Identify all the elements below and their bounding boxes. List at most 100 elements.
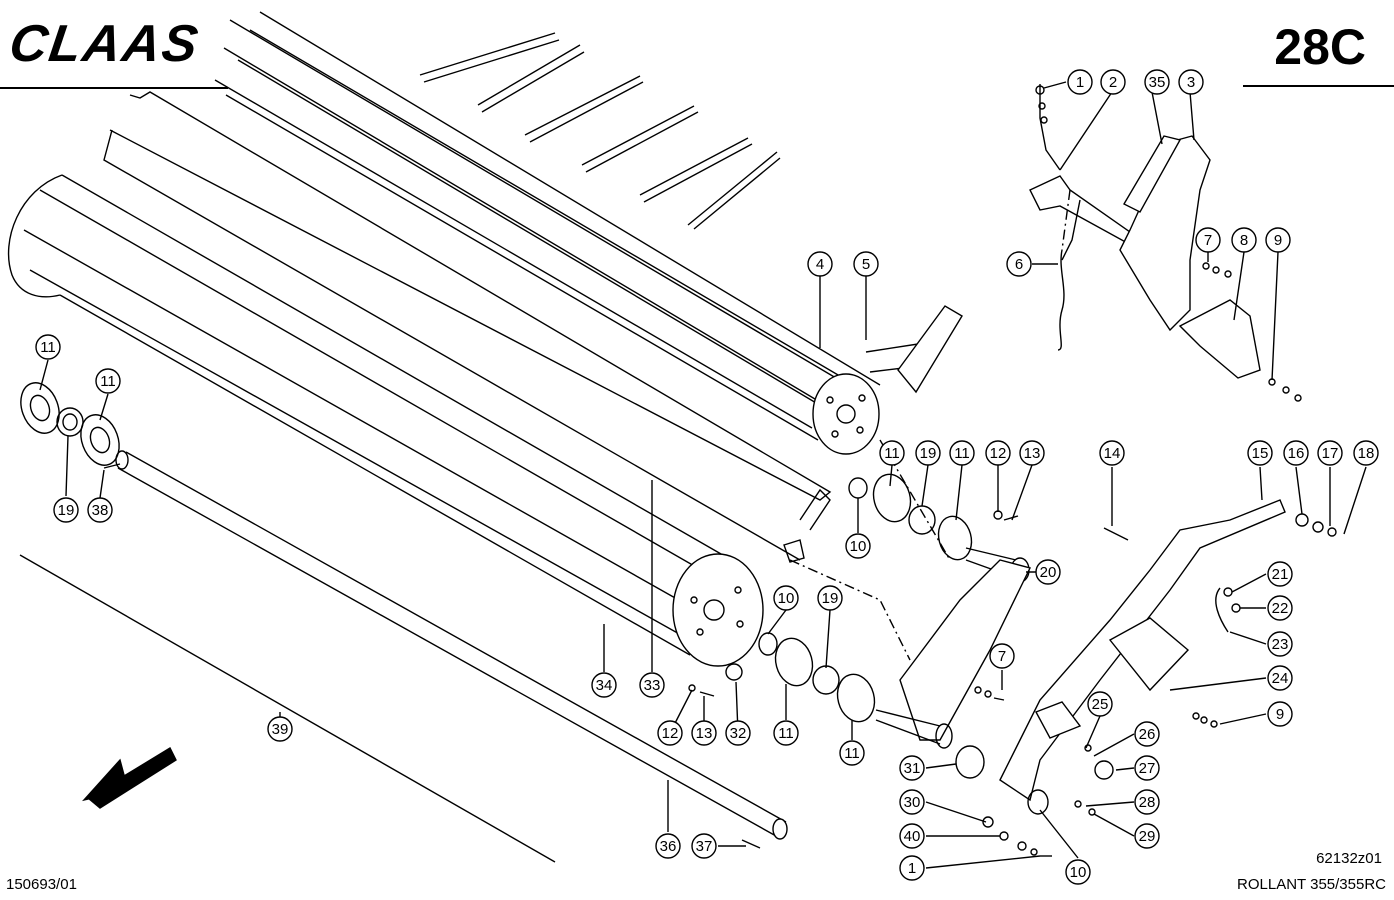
- part-callout-10: 10: [845, 533, 871, 559]
- part-callout-11: 11: [35, 334, 61, 360]
- callout-label: 34: [596, 677, 613, 694]
- callout-label: 36: [660, 838, 677, 855]
- callout-label: 40: [904, 828, 921, 845]
- callout-circle: [1267, 701, 1293, 727]
- top-right-assembly: [1029, 84, 1302, 402]
- part-callout-28: 28: [1134, 789, 1160, 815]
- callout-label: 5: [862, 256, 870, 273]
- callout-circle: [35, 334, 61, 360]
- callout-label: 33: [644, 677, 661, 694]
- callout-label: 11: [884, 445, 900, 462]
- callout-circle: [1195, 227, 1221, 253]
- callout-label: 11: [40, 339, 56, 356]
- part-callout-19: 19: [817, 585, 843, 611]
- part-callout-30: 30: [899, 789, 925, 815]
- callout-label: 9: [1274, 232, 1282, 249]
- callout-label: 6: [1015, 256, 1023, 273]
- callout-circle: [1267, 595, 1293, 621]
- callout-circle: [95, 368, 121, 394]
- callout-label: 27: [1139, 760, 1156, 777]
- callout-label: 26: [1139, 726, 1156, 743]
- document-id: 150693/01: [6, 876, 77, 893]
- part-callout-13: 13: [691, 720, 717, 746]
- callout-circle: [655, 833, 681, 859]
- callout-label: 37: [696, 838, 713, 855]
- pivot-arm: [875, 559, 1032, 749]
- callout-circle: [1267, 665, 1293, 691]
- part-callout-12: 12: [985, 440, 1011, 466]
- part-callout-13: 13: [1019, 440, 1045, 466]
- callout-label: 28: [1139, 794, 1156, 811]
- callout-circle: [839, 740, 865, 766]
- part-callout-23: 23: [1267, 631, 1293, 657]
- callout-label: 10: [778, 590, 795, 607]
- callout-label: 11: [778, 725, 794, 742]
- callout-label: 19: [822, 590, 839, 607]
- callout-circle: [1099, 440, 1125, 466]
- part-callout-2: 2: [1100, 69, 1126, 95]
- reference-line: [19, 554, 556, 863]
- callout-circle: [1144, 69, 1170, 95]
- small-hardware: [955, 513, 1337, 857]
- callout-circle: [879, 440, 905, 466]
- upper-roller: [214, 11, 881, 455]
- part-callout-9: 9: [1267, 701, 1293, 727]
- callout-label: 32: [730, 725, 747, 742]
- part-callout-14: 14: [1099, 440, 1125, 466]
- part-callout-11: 11: [949, 440, 975, 466]
- part-callout-7: 7: [1195, 227, 1221, 253]
- callout-circle: [817, 585, 843, 611]
- callout-circle: [1065, 859, 1091, 885]
- callout-label: 11: [100, 373, 116, 390]
- callout-label: 1: [908, 860, 916, 877]
- callout-label: 21: [1272, 566, 1289, 583]
- part-callout-3: 3: [1178, 69, 1204, 95]
- callout-circle: [1067, 69, 1093, 95]
- callout-circle: [1019, 440, 1045, 466]
- callout-label: 25: [1092, 696, 1109, 713]
- callout-label: 3: [1187, 74, 1195, 91]
- callout-label: 35: [1149, 74, 1166, 91]
- part-callout-11: 11: [839, 740, 865, 766]
- part-callout-18: 18: [1353, 440, 1379, 466]
- callout-circle: [657, 720, 683, 746]
- callout-circle: [87, 497, 113, 523]
- callout-circle: [1247, 440, 1273, 466]
- callout-circle: [1283, 440, 1309, 466]
- callout-label: 2: [1109, 74, 1117, 91]
- part-callout-31: 31: [899, 755, 925, 781]
- part-callout-20: 20: [1035, 559, 1061, 585]
- callout-label: 17: [1322, 445, 1339, 462]
- callout-label: 10: [850, 538, 867, 555]
- callout-label: 10: [1070, 864, 1087, 881]
- callout-circle: [1100, 69, 1126, 95]
- callout-circle: [725, 720, 751, 746]
- callout-circle: [1006, 251, 1032, 277]
- part-callout-32: 32: [725, 720, 751, 746]
- callout-label: 13: [1024, 445, 1041, 462]
- callout-label: 20: [1040, 564, 1057, 581]
- callout-label: 8: [1240, 232, 1248, 249]
- part-callout-19: 19: [53, 497, 79, 523]
- part-callout-21: 21: [1267, 561, 1293, 587]
- callout-circle: [639, 672, 665, 698]
- part-callout-38: 38: [87, 497, 113, 523]
- part-callout-17: 17: [1317, 440, 1343, 466]
- callout-label: 7: [998, 648, 1006, 665]
- part-callout-4: 4: [807, 251, 833, 277]
- part-callout-22: 22: [1267, 595, 1293, 621]
- callout-label: 24: [1272, 670, 1289, 687]
- part-callout-1: 1: [899, 855, 925, 881]
- part-callout-39: 39: [267, 716, 293, 742]
- part-callout-16: 16: [1283, 440, 1309, 466]
- callout-circle: [773, 585, 799, 611]
- callout-circle: [985, 440, 1011, 466]
- callout-label: 9: [1276, 706, 1284, 723]
- callout-label: 14: [1104, 445, 1121, 462]
- part-callout-36: 36: [655, 833, 681, 859]
- callout-circle: [853, 251, 879, 277]
- callout-label: 4: [816, 256, 824, 273]
- callout-circle: [591, 672, 617, 698]
